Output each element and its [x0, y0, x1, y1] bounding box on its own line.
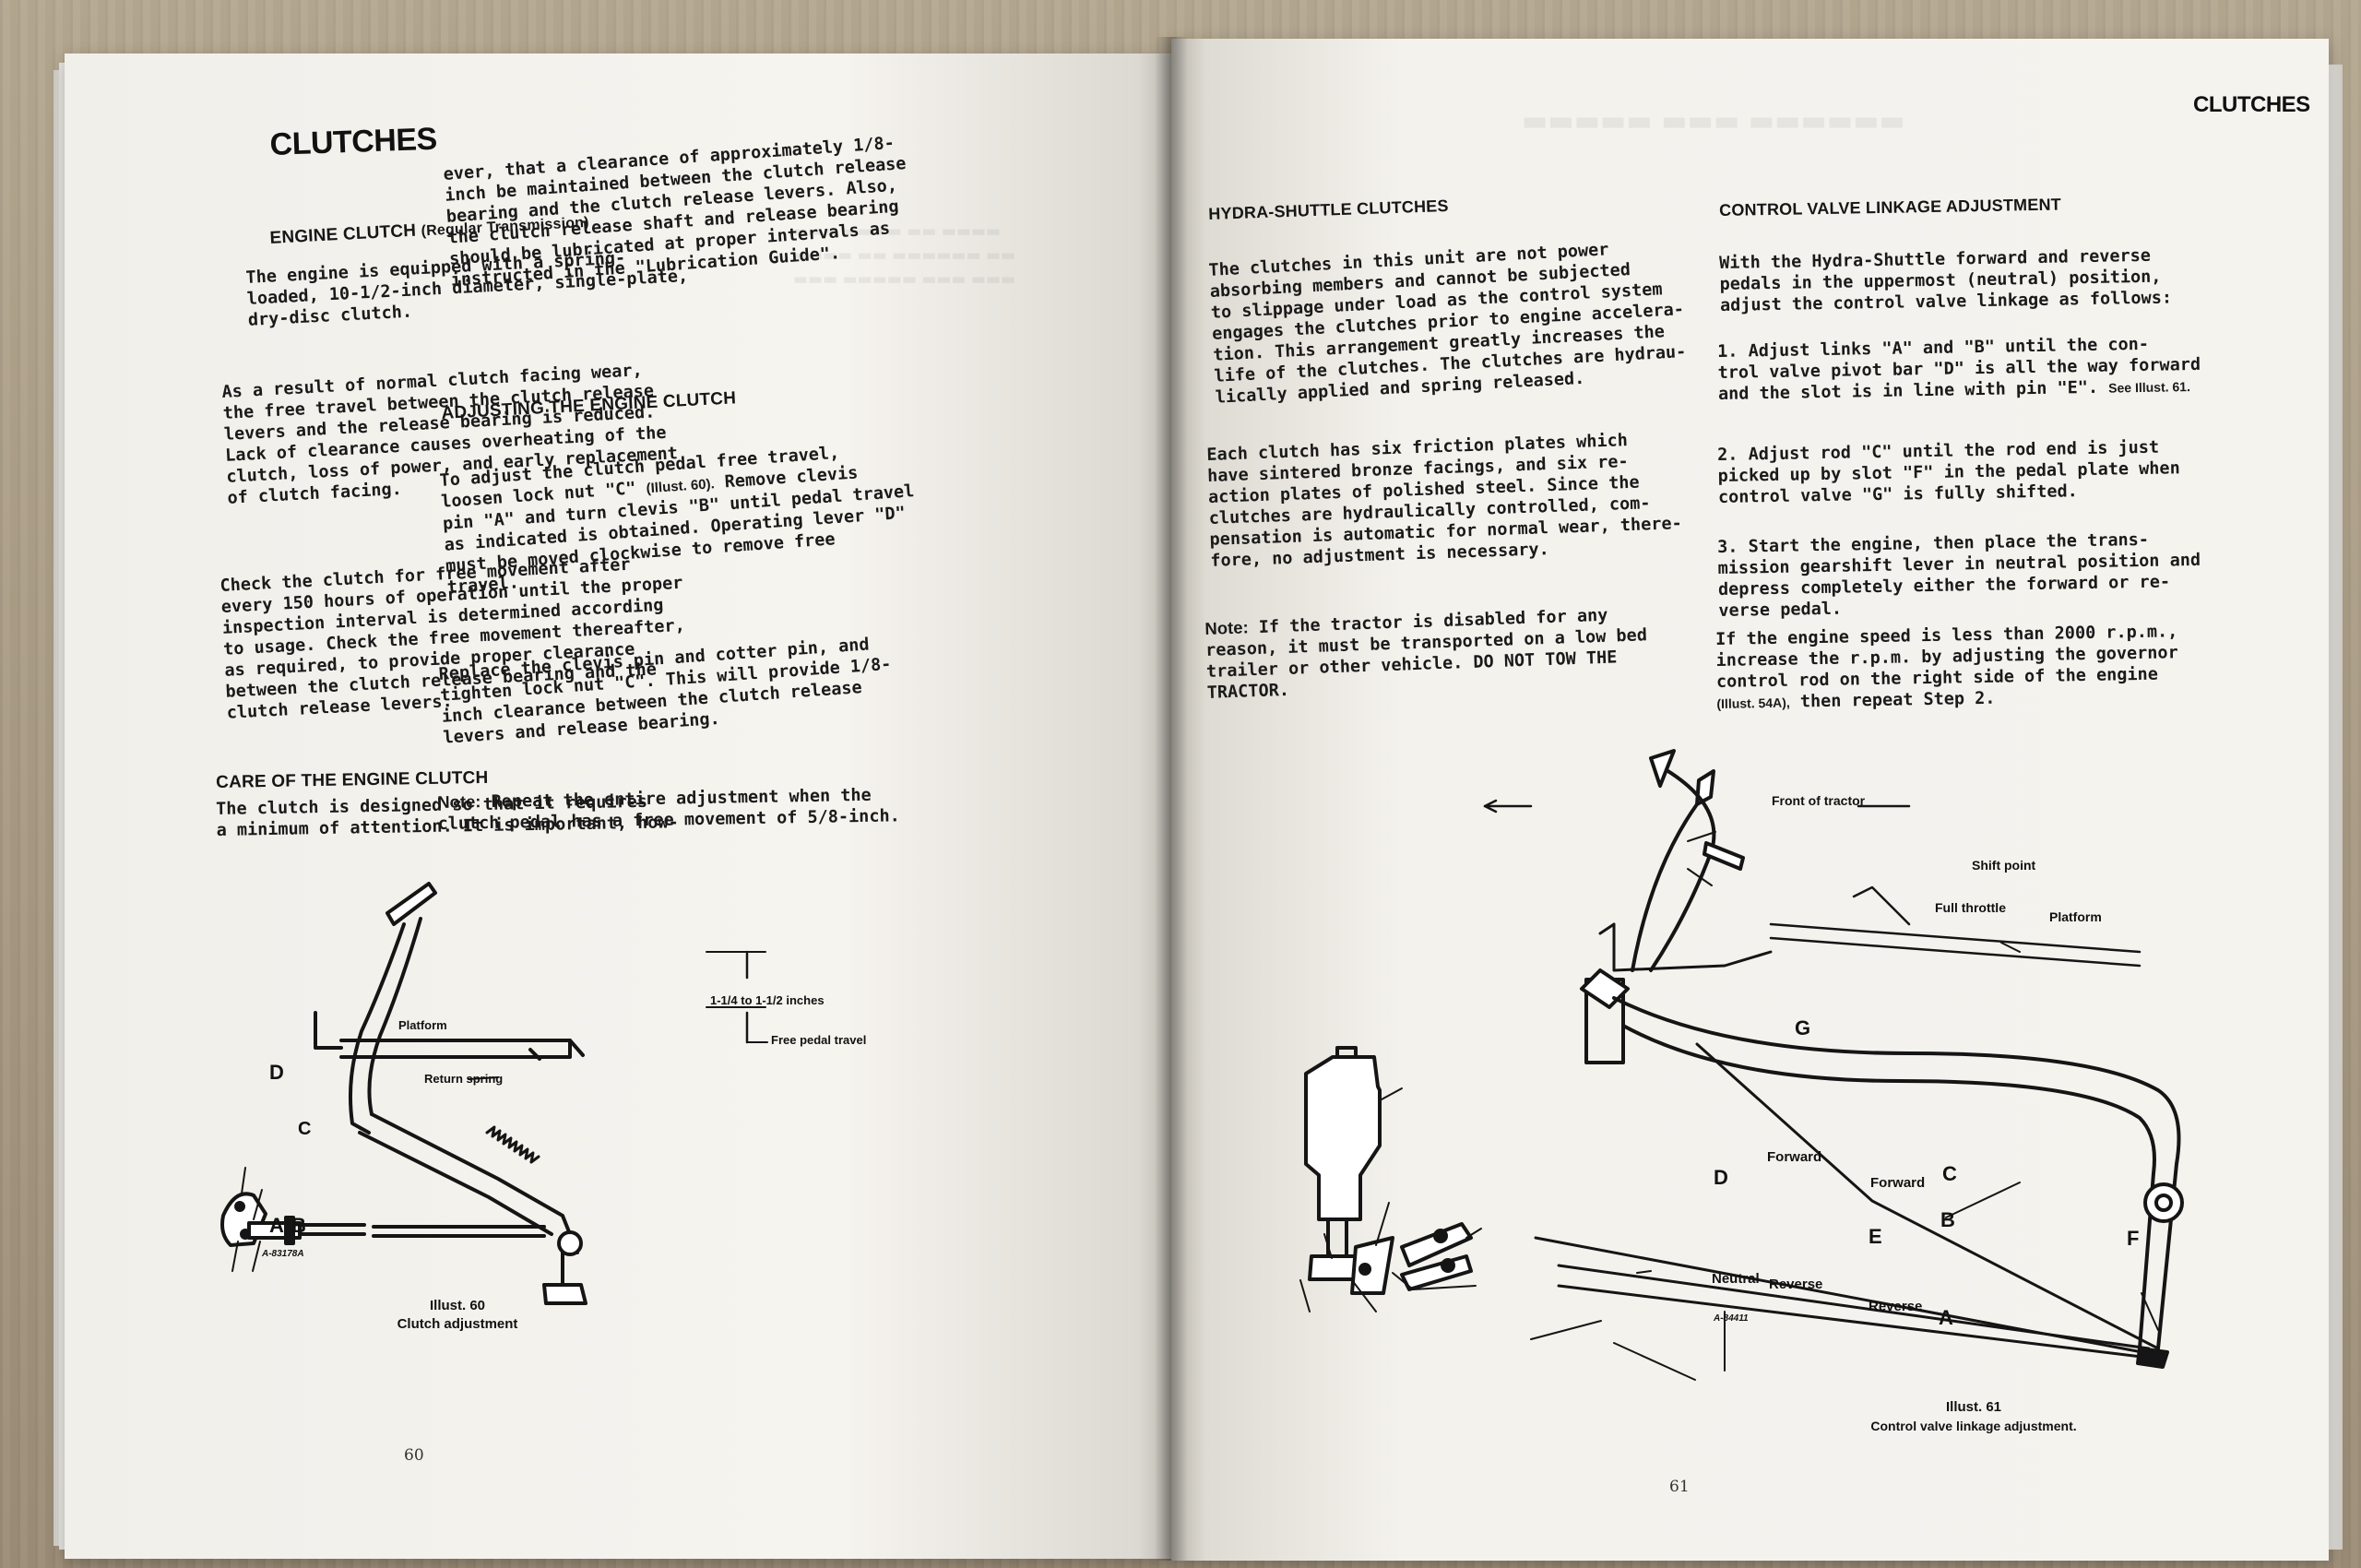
- letter-c-label-right: C: [1942, 1162, 1957, 1185]
- reverse-mid-label: Reverse: [1769, 1277, 1823, 1292]
- right-page: ▬▬▬▬▬ ▬▬▬ ▬▬▬▬▬▬ CLUTCHES HYDRA-SHUTTLE …: [1171, 39, 2329, 1561]
- letter-g-label: G: [1795, 1016, 1811, 1039]
- illust-60-caption: Illust. 60 Clutch adjustment: [365, 1297, 550, 1334]
- neutral-label: Neutral: [1712, 1271, 1760, 1287]
- illust-60-title: Clutch adjustment: [397, 1316, 518, 1332]
- letter-e-label: E: [1869, 1225, 1882, 1248]
- platform-label: Platform: [398, 1018, 447, 1032]
- return-spring-label: Return spring: [424, 1072, 504, 1086]
- page-header-right: CLUTCHES: [2193, 92, 2310, 117]
- page-edge-left-2: [59, 63, 68, 1550]
- page-number-60: 60: [404, 1446, 424, 1465]
- forward-top-label: Forward: [1767, 1149, 1822, 1165]
- illust-60-number: Illust. 60: [429, 1298, 486, 1313]
- illust-61-number: Illust. 61: [1945, 1399, 2002, 1415]
- platform-label-right: Platform: [2049, 909, 2102, 924]
- letter-b-label: B: [291, 1214, 306, 1237]
- forward-side-label: Forward: [1870, 1175, 1926, 1191]
- shift-point-label: Shift point: [1972, 858, 2036, 873]
- letter-d-label: D: [269, 1061, 284, 1084]
- reverse-low-label: Reverse: [1869, 1299, 1923, 1314]
- figure-code-60: A-83178A: [262, 1249, 304, 1259]
- figure-code-61: A-84411: [1714, 1313, 1749, 1324]
- book-gutter: [1155, 37, 1188, 1561]
- clutch-adjustment-illustration: [220, 882, 768, 1305]
- full-throttle-label: Full throttle: [1935, 900, 2006, 915]
- front-of-tractor-label: Front of tractor: [1772, 793, 1866, 808]
- letter-c-label: C: [298, 1119, 312, 1139]
- letter-d-label-right: D: [1714, 1166, 1728, 1189]
- page-edge-right: [2326, 65, 2343, 1550]
- letter-f-label: F: [2127, 1227, 2140, 1250]
- page-number-61: 61: [1669, 1478, 1690, 1496]
- illust-61-title: Control valve linkage adjustment.: [1870, 1419, 2077, 1433]
- illust-61-caption: Illust. 61 Control valve linkage adjustm…: [1835, 1398, 2112, 1435]
- show-through-text-right: ▬▬▬▬▬ ▬▬▬ ▬▬▬▬▬▬: [1522, 105, 1905, 137]
- dim-label: 1-1/4 to 1-1/2 inches: [710, 993, 825, 1007]
- free-pedal-label: Free pedal travel: [771, 1033, 867, 1047]
- letter-a-label: A: [269, 1214, 284, 1237]
- show-through-text: ▬▬▬ ▬▬▬▬ ▬▬ ▬▬▬▬▬▬▬▬ ▬▬ ▬▬▬▬▬▬ ▬▬▬▬▬ ▬▬▬…: [793, 222, 1016, 289]
- left-page: ▬▬▬ ▬▬▬▬ ▬▬ ▬▬▬▬▬▬▬▬ ▬▬ ▬▬▬▬▬▬ ▬▬▬▬▬ ▬▬▬…: [65, 53, 1171, 1559]
- control-valve-linkage-illustration: [1299, 749, 2184, 1381]
- letter-a-label-right: A: [1939, 1306, 1953, 1329]
- letter-b-label-right: B: [1940, 1208, 1955, 1231]
